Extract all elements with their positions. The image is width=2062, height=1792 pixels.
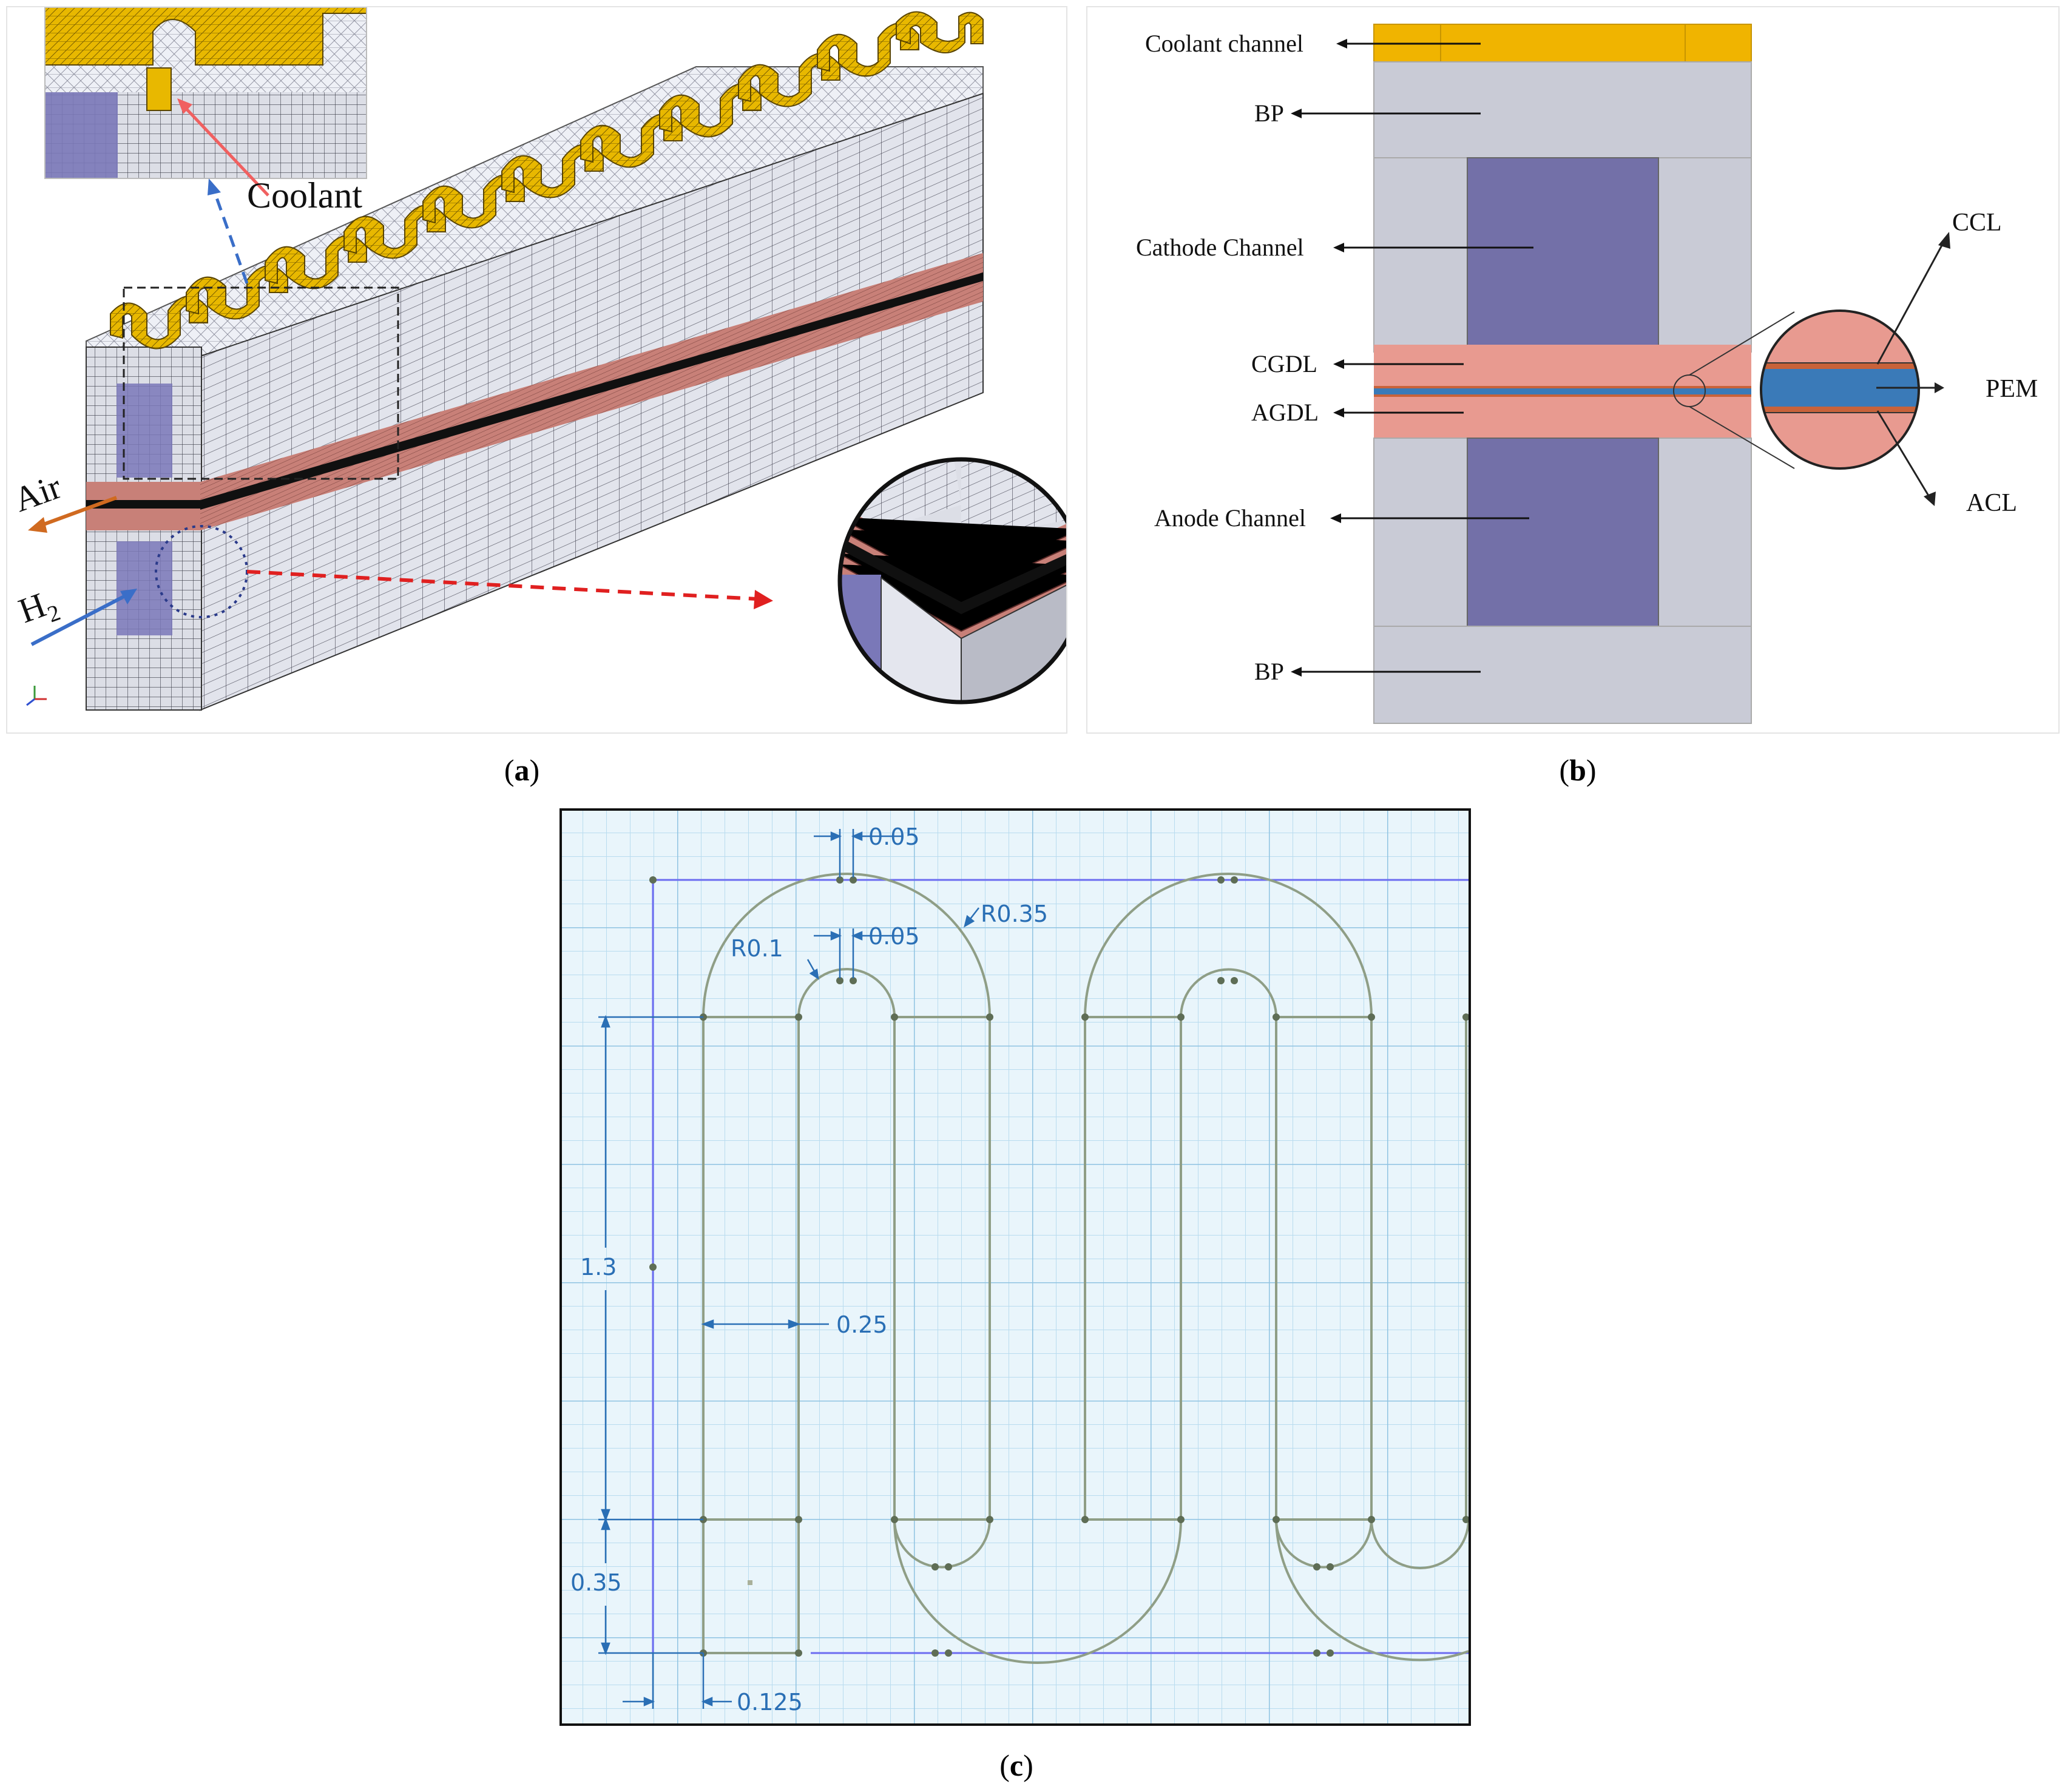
- inset-source-box: [123, 286, 399, 480]
- dim-inner-gap: 0.05: [868, 923, 920, 950]
- coolant-loop-3: [265, 235, 367, 289]
- anode-channel-front: [117, 541, 172, 635]
- panel-c-sketch: 0.05 0.05 R0.1 R0.35 1.3 0.25 0.35 0.125: [562, 811, 1469, 1723]
- membrane-side: [200, 272, 983, 510]
- coolant-loop-2: [186, 265, 288, 320]
- h2-arrow: [30, 593, 129, 646]
- coolant-loop-6: [501, 144, 604, 198]
- agdl-shape: [1374, 397, 1751, 438]
- coolant-loop-4: [343, 205, 446, 259]
- coolant-pointer-arrow: [182, 104, 269, 197]
- coolant-loop-10: [817, 22, 919, 77]
- panel-a: Coolant Air H2: [6, 6, 1085, 734]
- coolant-loop-8: [659, 83, 762, 138]
- pem-shape: [1374, 388, 1751, 394]
- serpentine-outline: [702, 873, 1469, 1664]
- dim-inner-radius: R0.1: [731, 935, 783, 962]
- coolant-inset: [45, 7, 367, 178]
- dimension-lines: [598, 829, 979, 1709]
- bp-bottom-shape: [1373, 626, 1752, 724]
- inset-link-arrow: [212, 189, 249, 284]
- dim-bottom-height: 0.35: [570, 1569, 622, 1596]
- bp-bottom-label: BP: [1254, 658, 1284, 685]
- dim-top-gap: 0.05: [868, 823, 920, 850]
- panel-b: CCL PEM ACL Coolant channel BP Cathode C…: [1086, 6, 2060, 734]
- cathode-channel-shape: [1467, 157, 1659, 353]
- coolant-serpentine-group: [110, 11, 984, 350]
- air-label: Air: [8, 467, 66, 520]
- coolant-loop-9: [738, 53, 840, 107]
- pem-label: PEM: [1986, 375, 2038, 403]
- caption-c: (c): [999, 1748, 1033, 1782]
- h2-label: H2: [13, 581, 64, 636]
- coolant-loop-12: [896, 11, 984, 53]
- anode-channel-shape: [1467, 438, 1659, 627]
- dim-outer-radius: R0.35: [981, 901, 1048, 927]
- agdl-label: AGDL: [1251, 399, 1319, 426]
- cgdl-label: CGDL: [1251, 350, 1317, 377]
- anode-channel-label: Anode Channel: [1154, 504, 1306, 532]
- dim-offset: 0.125: [737, 1689, 803, 1716]
- air-arrow: [38, 496, 118, 528]
- caption-a: (a): [504, 753, 540, 787]
- ccl-arrow: [1876, 240, 1945, 365]
- cathode-channel-label: Cathode Channel: [1136, 234, 1304, 261]
- dim-height: 1.3: [580, 1254, 617, 1280]
- acl-label: ACL: [1966, 489, 2017, 517]
- axis-triad-icon: [26, 686, 47, 706]
- caption-b: (b): [1559, 753, 1597, 787]
- panel-c: 0.05 0.05 R0.1 R0.35 1.3 0.25 0.35 0.125: [559, 808, 1471, 1726]
- acl-arrow: [1876, 410, 1931, 498]
- coolant-channel-label: Coolant channel: [1145, 30, 1303, 57]
- panel-b-cross-section: CCL PEM ACL Coolant channel BP Cathode C…: [1136, 24, 2038, 724]
- cgdl-shape: [1374, 345, 1751, 386]
- bp-top-shape: [1373, 61, 1752, 158]
- ccl-label: CCL: [1952, 209, 2002, 237]
- membrane-front: [86, 500, 201, 509]
- bp-top-label: BP: [1254, 100, 1284, 127]
- vertex-points: [649, 876, 1469, 1657]
- coolant-label: Coolant: [247, 175, 362, 215]
- dim-width: 0.25: [836, 1311, 888, 1338]
- zoom-link-arrow: [246, 570, 757, 601]
- coolant-loop-7: [580, 113, 683, 168]
- panel-a-mesh-model: Coolant Air H2: [8, 7, 1085, 711]
- coolant-loop-5: [422, 174, 525, 229]
- cathode-channel-front: [117, 384, 172, 478]
- coolant-loop-1: [110, 296, 208, 350]
